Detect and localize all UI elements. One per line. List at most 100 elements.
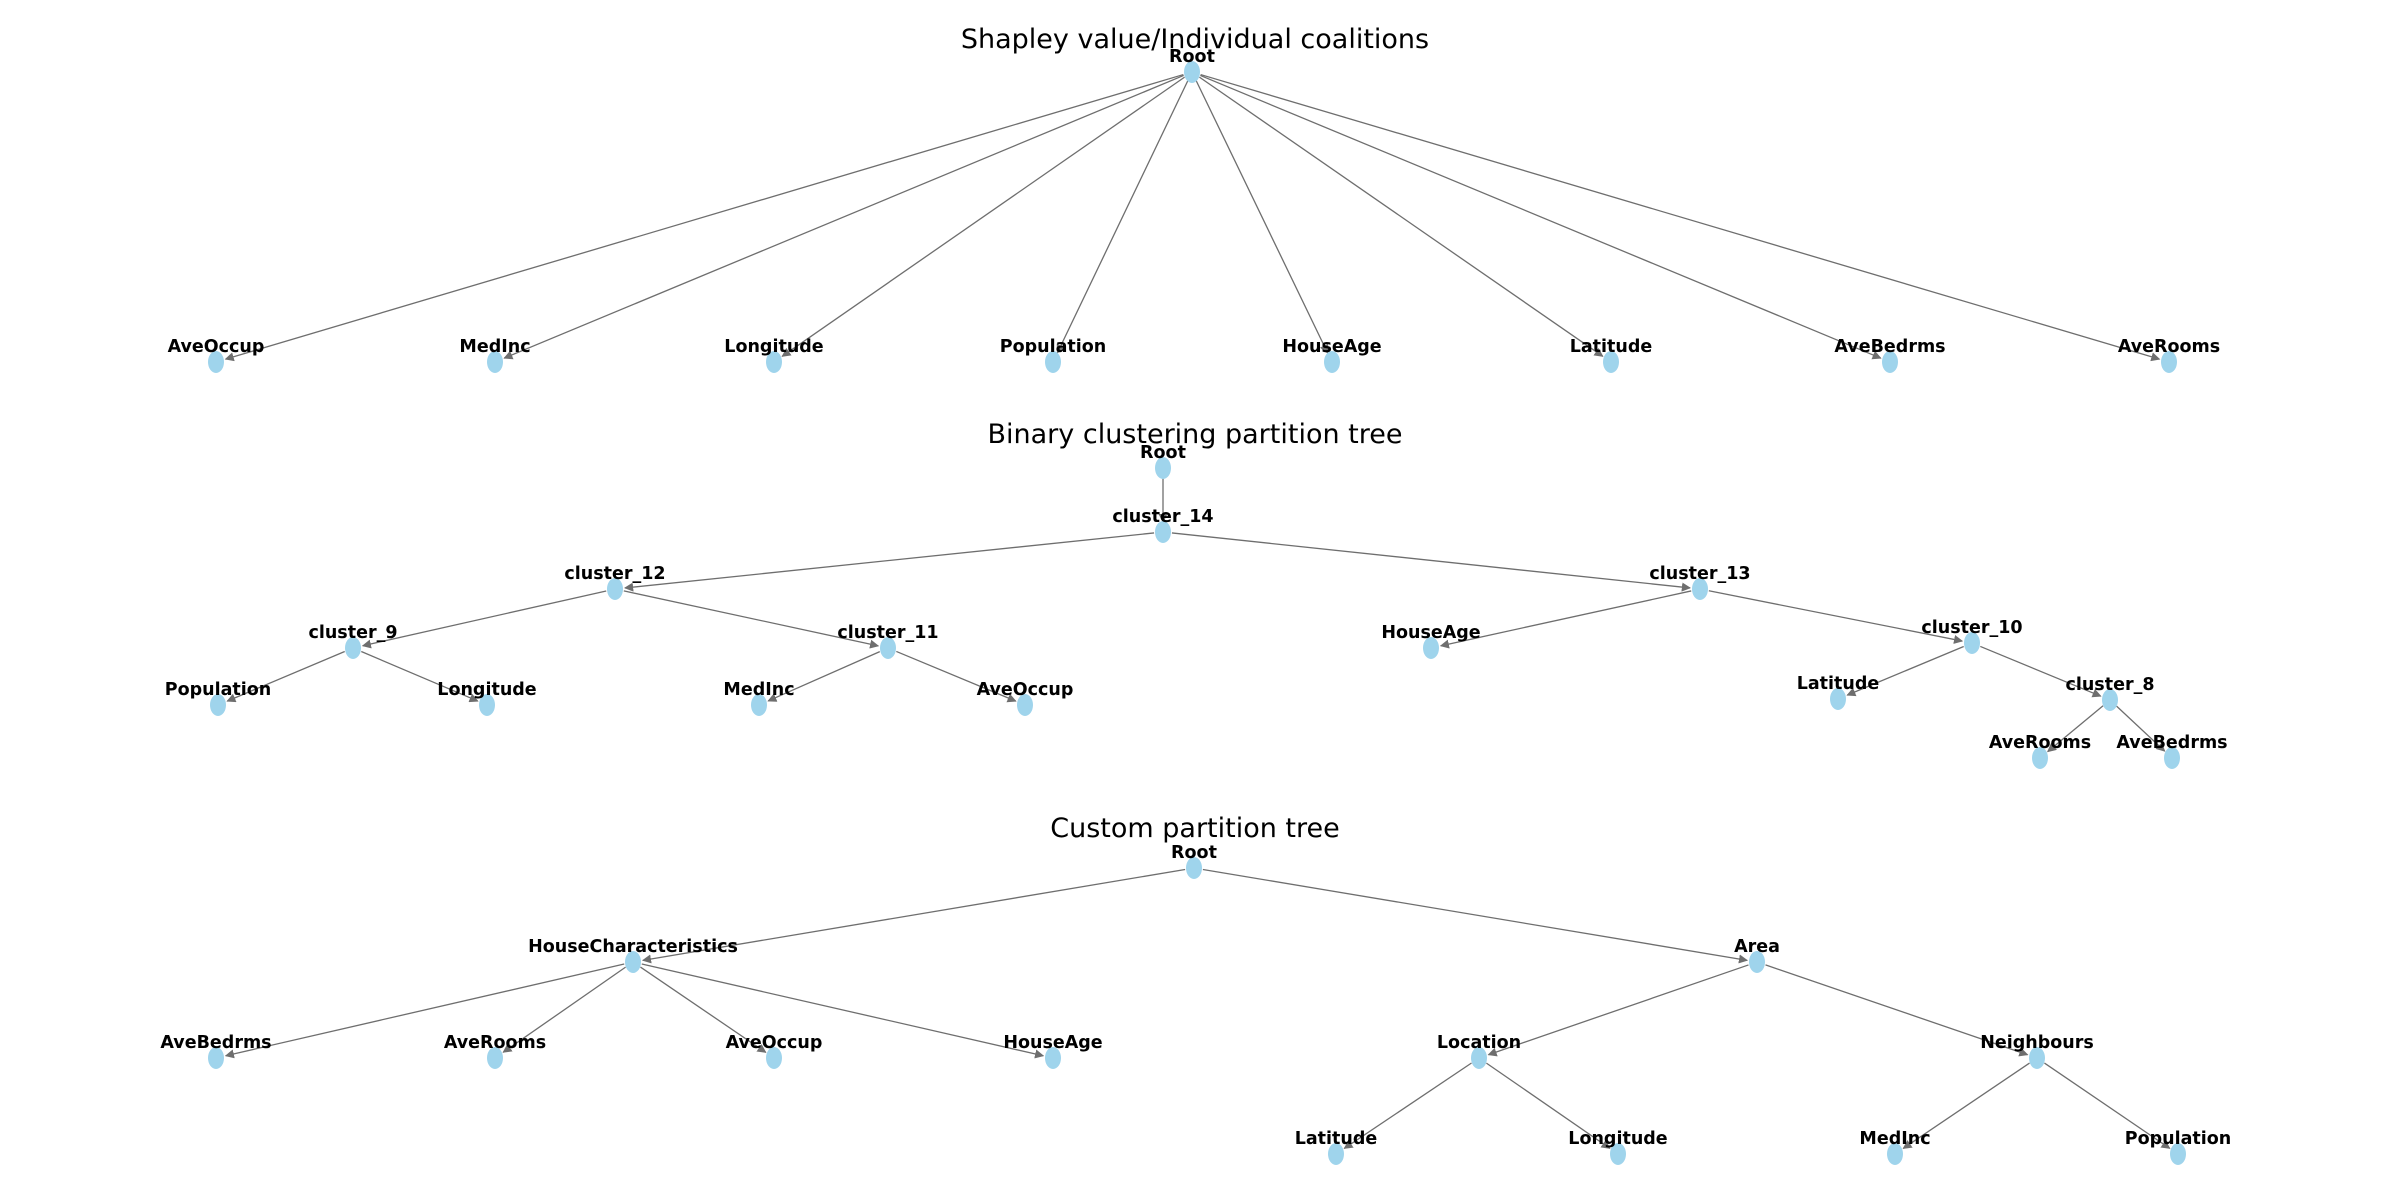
node-marker[interactable] bbox=[1423, 637, 1439, 659]
tree-node[interactable]: Root bbox=[1169, 47, 1215, 83]
node-marker[interactable] bbox=[1045, 1047, 1061, 1069]
node-marker[interactable] bbox=[751, 694, 767, 716]
tree-edge bbox=[224, 963, 625, 1059]
tree-node[interactable]: Longitude bbox=[437, 680, 537, 716]
tree-edge bbox=[640, 966, 767, 1053]
tree-node[interactable]: AveOccup bbox=[726, 1033, 823, 1069]
tree-node[interactable]: HouseCharacteristics bbox=[528, 937, 738, 973]
node-marker[interactable] bbox=[2170, 1143, 2186, 1165]
node-marker[interactable] bbox=[1017, 694, 1033, 716]
tree-node[interactable]: Population bbox=[165, 680, 272, 716]
node-marker[interactable] bbox=[766, 351, 782, 373]
tree-node[interactable]: cluster_10 bbox=[1921, 618, 2023, 654]
tree-node[interactable]: AveRooms bbox=[1989, 733, 2091, 769]
tree-node[interactable]: MedInc bbox=[723, 680, 795, 716]
tree-edge bbox=[1202, 868, 1749, 964]
tree-node[interactable]: Neighbours bbox=[1980, 1033, 2094, 1069]
panel-title-binary-clustering: Binary clustering partition tree bbox=[987, 419, 1403, 450]
node-label: HouseAge bbox=[1282, 337, 1381, 357]
tree-node[interactable]: Area bbox=[1734, 937, 1780, 973]
node-label: MedInc bbox=[1859, 1129, 1930, 1149]
tree-node[interactable]: Latitude bbox=[1570, 337, 1653, 373]
panel-title-custom-partition: Custom partition tree bbox=[1050, 813, 1340, 844]
node-marker[interactable] bbox=[1603, 351, 1619, 373]
tree-edge bbox=[641, 868, 1186, 964]
node-marker[interactable] bbox=[880, 637, 896, 659]
tree-node[interactable]: HouseAge bbox=[1282, 337, 1382, 373]
tree-node[interactable]: Location bbox=[1437, 1033, 1521, 1069]
tree-node[interactable]: Longitude bbox=[724, 337, 824, 373]
tree-node[interactable]: cluster_12 bbox=[564, 564, 666, 600]
node-marker[interactable] bbox=[2102, 689, 2118, 711]
tree-edge bbox=[361, 650, 479, 703]
node-marker[interactable] bbox=[1186, 857, 1202, 879]
tree-edge bbox=[781, 76, 1185, 357]
tree-edge bbox=[1200, 74, 1882, 360]
node-marker[interactable] bbox=[1692, 578, 1708, 600]
tree-edge bbox=[1902, 1062, 2030, 1149]
node-label: cluster_12 bbox=[564, 564, 665, 584]
node-marker[interactable] bbox=[1184, 61, 1200, 83]
node-label: cluster_13 bbox=[1649, 564, 1750, 584]
node-marker[interactable] bbox=[1324, 351, 1340, 373]
node-marker[interactable] bbox=[1610, 1143, 1626, 1165]
tree-node[interactable]: cluster_11 bbox=[837, 623, 939, 659]
tree-edge bbox=[1486, 1062, 1611, 1149]
tree-node[interactable]: Latitude bbox=[1295, 1129, 1378, 1165]
tree-node[interactable]: Latitude bbox=[1797, 674, 1880, 710]
node-label: cluster_10 bbox=[1921, 618, 2022, 638]
node-marker[interactable] bbox=[1471, 1047, 1487, 1069]
node-label: Root bbox=[1169, 47, 1215, 67]
node-marker[interactable] bbox=[487, 1047, 503, 1069]
node-marker[interactable] bbox=[208, 351, 224, 373]
tree-edge bbox=[896, 650, 1017, 703]
node-label: cluster_9 bbox=[308, 623, 397, 643]
node-marker[interactable] bbox=[1045, 351, 1061, 373]
node-marker[interactable] bbox=[345, 637, 361, 659]
node-marker[interactable] bbox=[1887, 1143, 1903, 1165]
node-marker[interactable] bbox=[1155, 521, 1171, 543]
tree-node[interactable]: Population bbox=[1000, 337, 1107, 373]
tree-node[interactable]: HouseAge bbox=[1003, 1033, 1103, 1069]
node-label: AveBedrms bbox=[160, 1033, 271, 1053]
tree-node[interactable]: MedInc bbox=[459, 337, 531, 373]
tree-node[interactable]: AveRooms bbox=[2118, 337, 2220, 373]
tree-node[interactable]: cluster_13 bbox=[1649, 564, 1751, 600]
tree-node[interactable]: MedInc bbox=[1859, 1129, 1931, 1165]
node-marker[interactable] bbox=[1882, 351, 1898, 373]
tree-edge bbox=[1980, 645, 2102, 698]
tree-node[interactable]: cluster_14 bbox=[1112, 507, 1214, 543]
node-marker[interactable] bbox=[208, 1047, 224, 1069]
tree-node[interactable]: HouseAge bbox=[1381, 623, 1481, 659]
node-label: AveOccup bbox=[726, 1033, 823, 1053]
node-label: Root bbox=[1140, 443, 1186, 463]
node-marker[interactable] bbox=[1155, 457, 1171, 479]
node-marker[interactable] bbox=[210, 694, 226, 716]
node-label: AveBedrms bbox=[2116, 733, 2227, 753]
node-marker[interactable] bbox=[625, 951, 641, 973]
node-marker[interactable] bbox=[766, 1047, 782, 1069]
tree-node[interactable]: AveBedrms bbox=[2116, 733, 2228, 769]
tree-node[interactable]: cluster_8 bbox=[2065, 675, 2155, 711]
tree-node[interactable]: AveOccup bbox=[977, 680, 1074, 716]
node-marker[interactable] bbox=[2029, 1047, 2045, 1069]
tree-node[interactable]: AveBedrms bbox=[1834, 337, 1946, 373]
node-marker[interactable] bbox=[1328, 1143, 1344, 1165]
tree-node[interactable]: Longitude bbox=[1568, 1129, 1668, 1165]
node-marker[interactable] bbox=[479, 694, 495, 716]
tree-node[interactable]: Root bbox=[1140, 443, 1186, 479]
node-marker[interactable] bbox=[1964, 632, 1980, 654]
node-marker[interactable] bbox=[1749, 951, 1765, 973]
tree-node[interactable]: AveBedrms bbox=[160, 1033, 272, 1069]
tree-node[interactable]: cluster_9 bbox=[308, 623, 398, 659]
node-marker[interactable] bbox=[1830, 688, 1846, 710]
node-marker[interactable] bbox=[2032, 747, 2048, 769]
tree-node[interactable]: AveRooms bbox=[444, 1033, 546, 1069]
tree-node[interactable]: Root bbox=[1171, 843, 1217, 879]
tree-node[interactable]: AveOccup bbox=[168, 337, 265, 373]
node-marker[interactable] bbox=[607, 578, 623, 600]
tree-node[interactable]: Population bbox=[2125, 1129, 2232, 1165]
node-marker[interactable] bbox=[2164, 747, 2180, 769]
node-marker[interactable] bbox=[2161, 351, 2177, 373]
node-marker[interactable] bbox=[487, 351, 503, 373]
